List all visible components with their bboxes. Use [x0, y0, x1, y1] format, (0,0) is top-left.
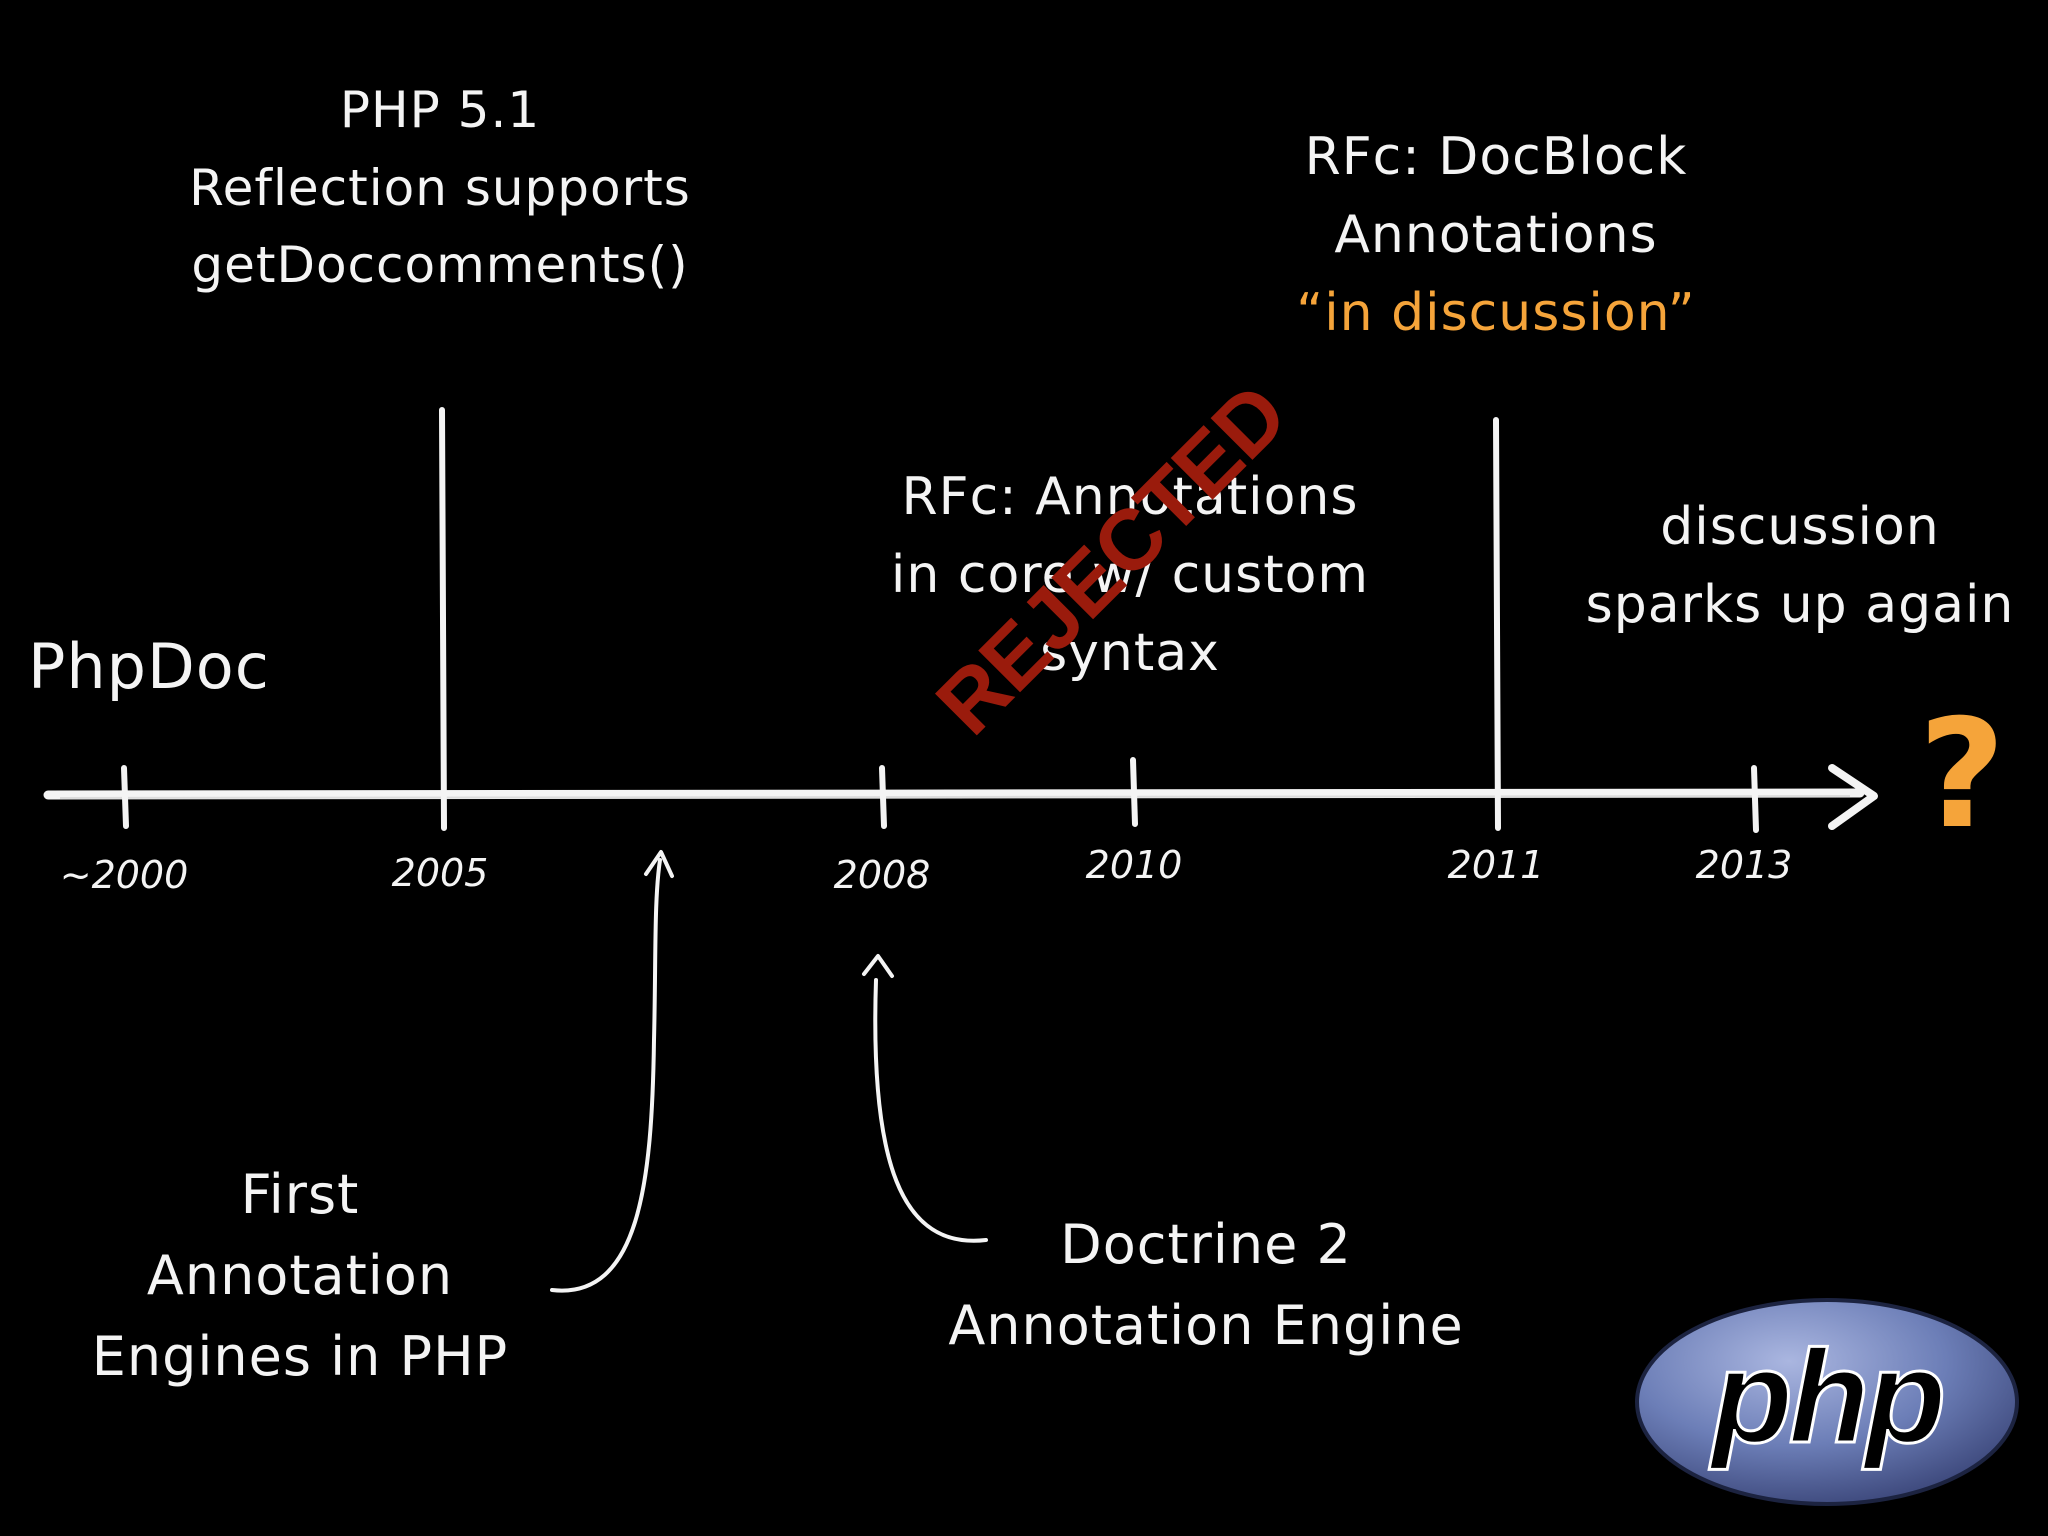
- question-mark: ?: [1918, 688, 2006, 862]
- year-2008: 2008: [833, 853, 931, 897]
- doctrine-label: Doctrine 2 Annotation Engine: [948, 1213, 1464, 1357]
- timeline-axis: [43, 788, 1865, 800]
- marker-2005: [439, 407, 447, 831]
- tick-2013: [1751, 765, 1759, 833]
- phpdoc-label: PhpDoc: [28, 630, 270, 703]
- year-2005: 2005: [391, 851, 489, 895]
- in-discussion-status: “in discussion”: [1296, 283, 1696, 343]
- tick-2008: [879, 765, 887, 829]
- timeline-arrowhead: [1828, 764, 1878, 830]
- rfc-annotations-label: RFc: Annotations in core w/ custom synta…: [890, 467, 1370, 683]
- year-2010: 2010: [1085, 843, 1183, 887]
- year-2011: 2011: [1447, 843, 1545, 887]
- tick-2000: [121, 765, 129, 829]
- arrow-doctrine: [873, 978, 988, 1243]
- php-logo-text: php: [1709, 1323, 1942, 1470]
- marker-2011: [1493, 417, 1501, 831]
- tick-2010: [1130, 757, 1138, 827]
- arrow-first-engines: [550, 858, 662, 1293]
- discussion-label: discussion sparks up again: [1585, 497, 2015, 635]
- php51-label: PHP 5.1 Reflection supports getDoccommen…: [189, 81, 691, 294]
- year-2013: 2013: [1695, 843, 1793, 887]
- arrow-doctrine-head: [862, 954, 894, 978]
- arrow-first-engines-head: [644, 850, 674, 878]
- rfc-docblock-label: RFc: DocBlock Annotations “in discussion…: [1296, 118, 1695, 352]
- first-engines-label: First Annotation Engines in PHP: [91, 1163, 509, 1388]
- year-2000: ~2000: [59, 853, 189, 897]
- php-logo: php: [1635, 1298, 2019, 1506]
- timeline-axis-texture: [59, 795, 1851, 799]
